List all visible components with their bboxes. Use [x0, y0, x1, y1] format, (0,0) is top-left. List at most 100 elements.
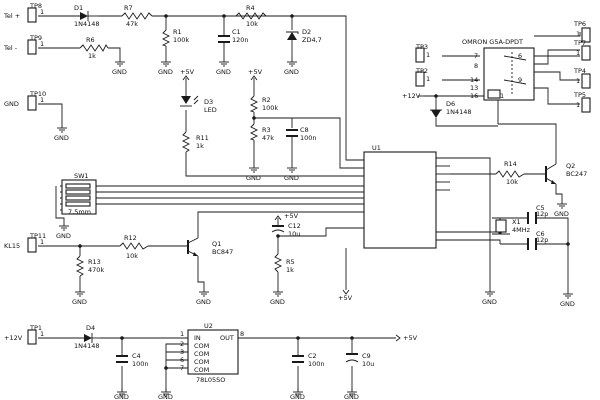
test-point-tp3: TP3 1	[415, 43, 430, 63]
sw1-value: 7,5mm	[68, 208, 91, 216]
svg-text:GND: GND	[196, 298, 211, 306]
u2-pin-number: 3	[180, 348, 184, 356]
r11-value: 1k	[196, 142, 204, 150]
c12-ref: C12	[288, 222, 301, 230]
u2-pin-com: COM	[194, 342, 209, 350]
tp7-pin: 1	[576, 49, 580, 57]
d1-ref: D1	[74, 4, 83, 12]
junction-dot	[566, 242, 570, 246]
svg-text:GND: GND	[560, 300, 575, 308]
relay-pin: 1	[500, 92, 504, 100]
relay-pin: 8	[474, 62, 478, 70]
svg-text:GND: GND	[284, 174, 299, 182]
c2-value: 100n	[308, 360, 325, 368]
c8-value: 100n	[300, 134, 317, 142]
tp9-net: Tel -	[3, 44, 18, 52]
zener-d2: D2 ZD4,7	[286, 28, 322, 44]
r1-ref: R1	[173, 28, 182, 36]
svg-text:GND: GND	[284, 68, 299, 76]
svg-text:+5V: +5V	[248, 68, 263, 76]
capacitor-c8: C8 100n	[286, 126, 317, 142]
test-point-tp7: TP7 1	[573, 39, 591, 61]
tp7-name: TP7	[573, 39, 586, 47]
test-point-tp4: TP4 1	[573, 67, 591, 89]
r11-ref: R11	[196, 134, 209, 142]
r6-ref: R6	[86, 36, 95, 44]
r13-ref: R13	[88, 258, 101, 266]
tp9-name: TP9	[29, 34, 42, 42]
plus5v-arrow-icon: +5V	[180, 68, 195, 81]
d4-ref: D4	[86, 324, 95, 332]
tp6-name: TP6	[573, 20, 586, 28]
relay-pin: 16	[470, 92, 478, 100]
u2-pin-com: COM	[194, 366, 209, 374]
power-symbols: +5V +5V +5V +5V +5V +12V	[180, 68, 424, 342]
tp10-name: TP10	[29, 90, 46, 98]
svg-text:GND: GND	[216, 68, 231, 76]
led-d3: D3 LED	[180, 95, 217, 114]
junction-dot	[120, 336, 124, 340]
r3-ref: R3	[262, 126, 271, 134]
c9-ref: C9	[362, 352, 371, 360]
c6-ref: C6	[536, 230, 545, 238]
u2-pin-out: OUT	[220, 334, 234, 342]
tp5-pin: 1	[576, 101, 580, 109]
r4-value: 10k	[246, 20, 258, 28]
gnd-label: GND	[158, 393, 173, 400]
resistor-r7: R7 47k	[121, 4, 153, 28]
q1-value: BC847	[212, 248, 233, 256]
wire-layer	[38, 15, 581, 392]
relay-label: OMRON G5A-DPDT	[462, 38, 523, 46]
ic-u1: U1	[363, 144, 437, 249]
resistor-r4: R4 10k	[235, 4, 267, 28]
svg-text:+5V: +5V	[338, 294, 353, 302]
svg-text:+5V: +5V	[403, 334, 418, 342]
r6-value: 1k	[88, 52, 96, 60]
tp11-pin: 1	[40, 238, 44, 246]
gnd-icon: GND	[54, 123, 69, 142]
transistor-q2: Q2 BC247	[545, 162, 587, 185]
c12-value: 10u	[288, 230, 300, 238]
capacitor-c9: C9 10u	[345, 352, 374, 368]
svg-text:GND: GND	[54, 134, 69, 142]
gnd-labels-bottom: GND GND GND GND	[114, 393, 359, 400]
c2-ref: C2	[308, 352, 317, 360]
test-point-tp1: TP1 1 +12V	[4, 324, 44, 345]
svg-text:GND: GND	[270, 298, 285, 306]
u2-pin-number: 6	[180, 356, 184, 364]
u1-ref: U1	[372, 144, 381, 152]
r12-value: 10k	[126, 252, 138, 260]
ground-symbols: GND GND GND GND GND GND GND GND GND GND …	[54, 57, 575, 397]
gnd-icon: GND	[270, 287, 285, 306]
tp2-pin: 1	[426, 75, 430, 83]
capacitor-c5: C5 12p	[527, 204, 548, 224]
u2-ref: U2	[204, 322, 213, 330]
junction-dot	[350, 336, 354, 340]
junction-dot	[252, 116, 256, 120]
resistor-r2: R2 100k	[249, 95, 278, 113]
x1-value: 4MHz	[512, 226, 531, 234]
svg-text:GND: GND	[554, 210, 569, 218]
test-point-tp5: TP5 1	[573, 91, 591, 113]
d4-value: 1N4148	[74, 342, 100, 350]
d6-value: 1N4148	[446, 108, 472, 116]
gnd-label: GND	[290, 393, 305, 400]
test-point-tp6: TP6 1	[573, 20, 591, 43]
relay-pin: 13	[470, 84, 478, 92]
regulator-u2: U2 IN OUT COM COM COM COM 1 8 2 3 6 7 78…	[180, 322, 244, 384]
plus12v-label: +12V	[402, 92, 424, 100]
test-point-tp9: TP9 1 Tel -	[3, 34, 44, 55]
junction-dot	[290, 14, 294, 18]
gnd-icon: GND	[56, 221, 71, 240]
test-point-tp10: TP10 1 GND	[4, 90, 46, 111]
u2-pin-number: 8	[240, 330, 244, 338]
gnd-icon: GND	[246, 163, 261, 182]
c1-value: 120n	[232, 36, 249, 44]
tp3-name: TP3	[415, 43, 428, 51]
junction-dot	[164, 366, 168, 370]
gnd-label: GND	[344, 393, 359, 400]
resistor-r13: R13 470k	[75, 255, 104, 277]
d3-ref: D3	[204, 98, 213, 106]
